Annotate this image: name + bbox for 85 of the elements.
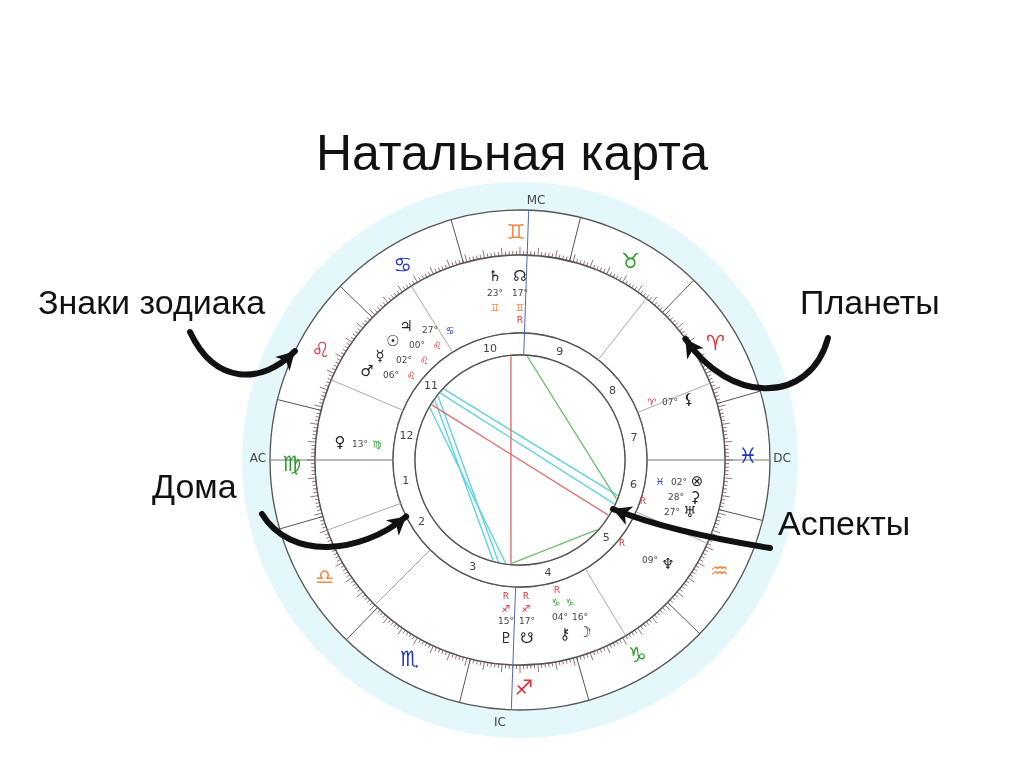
sign-glyph: ♊ [490, 301, 500, 313]
house-number: 6 [630, 477, 637, 491]
sign-glyph: ♐ [501, 602, 511, 614]
planet-glyph: ⚸ [683, 390, 695, 408]
degree-label: 15° [498, 616, 514, 626]
callout-label: Аспекты [778, 505, 911, 543]
degree-label: 06° [383, 370, 399, 380]
zodiac-sign-glyph: ♉ [621, 248, 640, 273]
sign-glyph: ♋ [445, 324, 455, 336]
retrograde-mark: R [516, 315, 524, 325]
sign-glyph: ♍ [372, 438, 382, 450]
callout-label: Знаки зодиака [38, 284, 266, 322]
zodiac-sign-glyph: ♎ [315, 565, 334, 590]
zodiac-sign-glyph: ♓ [738, 444, 758, 468]
sign-glyph: ♈ [647, 396, 657, 408]
planet-glyph: ☋ [520, 629, 534, 647]
zodiac-sign-glyph: ♊ [506, 220, 526, 244]
planet-glyph: ⊗ [690, 472, 704, 490]
sign-glyph: ♐ [521, 602, 531, 614]
retrograde-mark: R [502, 591, 510, 601]
planet-glyph: ♀ [334, 433, 346, 451]
zodiac-sign-glyph: ♐ [514, 676, 534, 700]
planet-glyph: ♃ [399, 317, 413, 335]
degree-label: 27° [422, 325, 438, 335]
curved-arrow [187, 329, 298, 378]
retrograde-mark: R [522, 591, 530, 601]
zodiac-sign-glyph: ♈ [706, 330, 725, 355]
degree-label: 02° [671, 477, 687, 487]
house-number: 5 [602, 531, 610, 545]
house-number: 3 [469, 559, 477, 573]
planet-glyph: ♅ [683, 503, 697, 521]
house-number: 2 [418, 515, 426, 528]
sign-glyph: ♑ [551, 596, 561, 608]
degree-label: 23° [487, 288, 503, 298]
degree-label: 07° [662, 397, 678, 407]
callout-label: Дома [152, 468, 237, 506]
degree-label: 17° [512, 288, 528, 298]
planet-glyph: ☿ [375, 347, 385, 365]
house-number: 7 [630, 431, 638, 445]
curved-arrow [682, 335, 831, 392]
planet-glyph: ♄ [488, 267, 502, 285]
zodiac-sign-glyph: ♋ [393, 252, 412, 277]
house-number: 9 [556, 344, 564, 358]
planet-glyph: ♂ [360, 362, 374, 380]
degree-label: 13° [352, 439, 368, 449]
house-number: 4 [544, 566, 552, 580]
degree-label: 28° [668, 492, 684, 502]
angle-label: AC [249, 451, 267, 465]
planet-glyph: ☉ [386, 332, 400, 350]
curved-arrow [609, 506, 773, 551]
zodiac-sign-glyph: ♏ [400, 647, 419, 672]
angle-label: IC [494, 715, 506, 729]
degree-label: 09° [642, 555, 658, 565]
curved-arrow [259, 511, 410, 550]
degree-label: 27° [664, 507, 680, 517]
house-number: 10 [483, 341, 497, 355]
degree-label: 04° [552, 612, 568, 622]
planet-glyph: ⚷ [559, 625, 571, 643]
zodiac-sign-glyph: ♍ [282, 452, 302, 476]
sign-glyph: ♌ [419, 354, 429, 366]
planet-glyph: ♆ [661, 555, 675, 573]
angle-label: MC [526, 193, 546, 207]
zodiac-sign-glyph: ♒ [710, 558, 729, 583]
angle-label: DC [773, 451, 791, 465]
retrograde-mark: R [639, 496, 647, 506]
house-number: 1 [402, 473, 410, 487]
house-number: 11 [424, 378, 439, 392]
sign-glyph: ♑ [565, 596, 575, 608]
zodiac-sign-glyph: ♑ [628, 643, 647, 668]
planet-glyph: ⚳ [689, 488, 701, 506]
zodiac-sign-glyph: ♌ [311, 337, 330, 362]
planet-glyph: ♇ [499, 629, 513, 647]
sign-glyph: ♊ [515, 301, 525, 313]
planet-glyph: ☽ [578, 623, 592, 641]
retrograde-mark: R [553, 585, 561, 595]
degree-label: 16° [572, 612, 588, 622]
retrograde-mark: R [618, 538, 626, 548]
diagram-title: Натальная карта [315, 124, 709, 182]
degree-label: 17° [519, 616, 535, 626]
callout-label: Планеты [800, 284, 940, 322]
house-number: 12 [399, 429, 414, 443]
sign-glyph: ♓ [655, 475, 665, 487]
planet-glyph: ☊ [513, 267, 527, 285]
house-number: 8 [609, 383, 617, 397]
degree-label: 00° [409, 340, 425, 350]
